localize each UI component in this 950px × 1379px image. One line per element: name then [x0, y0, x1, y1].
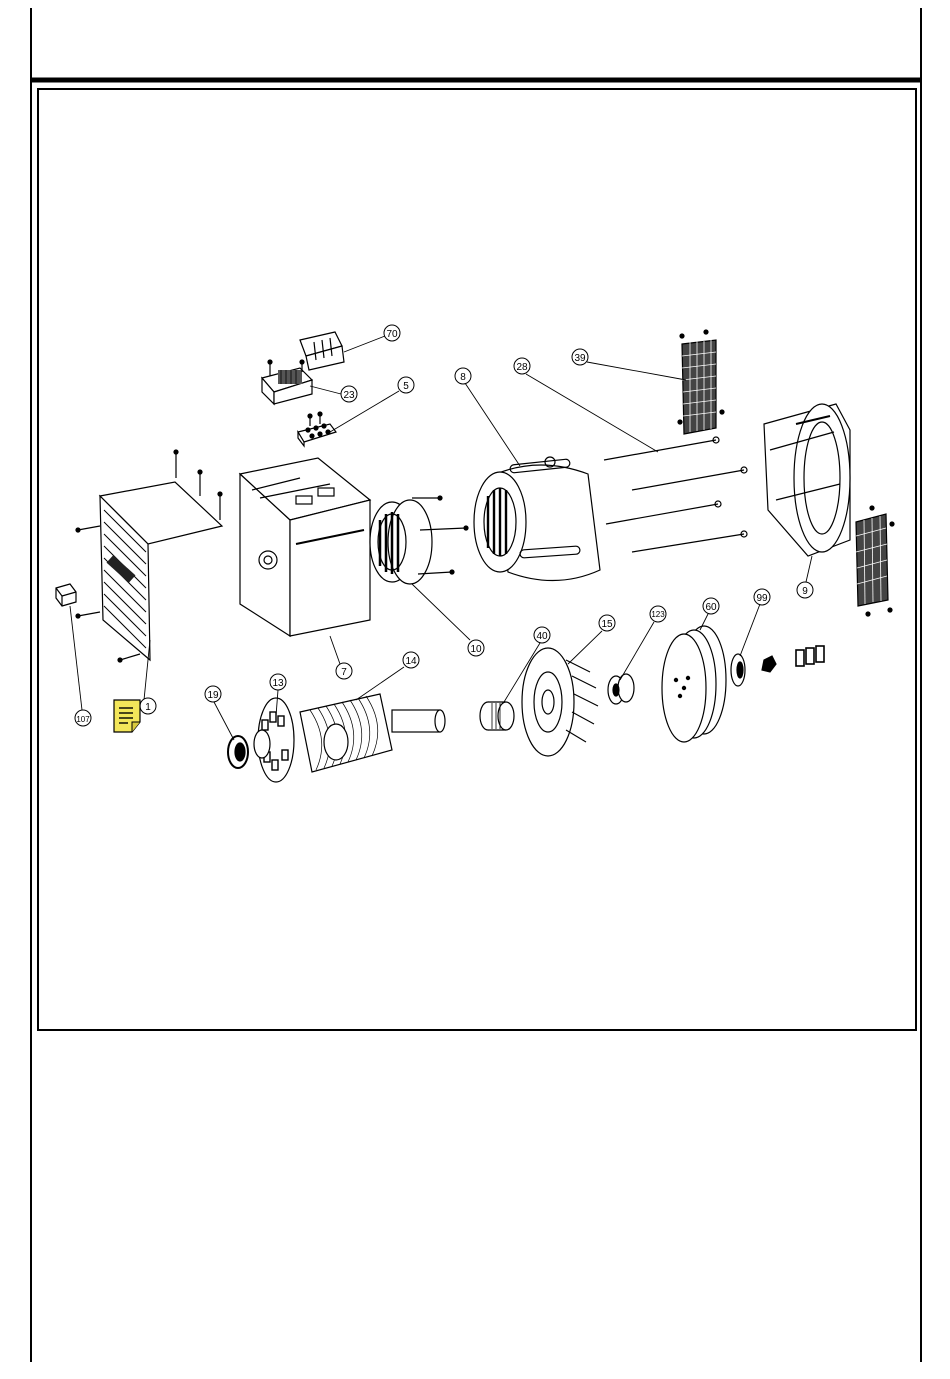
front-cover [76, 450, 222, 662]
callout-40: 40 [534, 627, 550, 643]
callout-label: 70 [386, 329, 398, 340]
coupling-fasteners [762, 646, 824, 672]
end-bracket [764, 404, 850, 556]
callout-19: 19 [205, 686, 221, 702]
exciter-stator [370, 496, 468, 584]
callout-label: 40 [536, 631, 548, 642]
callout-label: 5 [403, 381, 409, 392]
callout-14: 14 [403, 652, 419, 668]
callout-1: 1 [140, 698, 156, 714]
callout-label: 15 [601, 619, 613, 630]
callout-label: 107 [76, 715, 90, 724]
callout-label: 13 [272, 678, 284, 689]
callout-9: 9 [797, 582, 813, 598]
callout-70: 70 [384, 325, 400, 341]
callout-28: 28 [514, 358, 530, 374]
callout-5: 5 [398, 377, 414, 393]
cap [56, 584, 76, 606]
needle-bearing [480, 702, 514, 730]
callout-60: 60 [703, 598, 719, 614]
callout-label: 7 [341, 667, 347, 678]
callout-label: 99 [756, 593, 768, 604]
callout-label: 1 [145, 702, 151, 713]
callout-7: 7 [336, 663, 352, 679]
callout-label: 28 [516, 362, 528, 373]
callout-123: 123 [650, 606, 666, 622]
page-frame [31, 8, 921, 1362]
callout-label: 10 [470, 644, 482, 655]
callout-label: 60 [705, 602, 717, 613]
coupling-hub [731, 654, 745, 686]
callout-label: 123 [651, 610, 665, 619]
callout-label: 14 [405, 656, 417, 667]
rotor-bearing [228, 736, 248, 768]
frame-housing [240, 458, 370, 636]
callout-10: 10 [468, 640, 484, 656]
callout-23: 23 [341, 386, 357, 402]
terminal-board [298, 412, 336, 446]
cooling-fan [522, 648, 598, 756]
side-grille [856, 506, 894, 616]
tie-rods [604, 437, 747, 552]
terminal-cover [300, 332, 344, 370]
callout-15: 15 [599, 615, 615, 631]
callout-label: 39 [574, 353, 586, 364]
callout-label: 9 [802, 586, 808, 597]
callout-13: 13 [270, 674, 286, 690]
callout-8: 8 [455, 368, 471, 384]
callout-label: 19 [207, 690, 219, 701]
sticky-note-icon[interactable] [114, 700, 140, 732]
callout-label: 8 [460, 372, 466, 383]
terminal-block [262, 360, 312, 404]
top-grille [678, 330, 724, 434]
coupling-discs [662, 626, 726, 742]
rotor-assembly [254, 694, 445, 782]
parts-artwork [56, 330, 894, 782]
main-stator [474, 457, 600, 581]
callout-99: 99 [754, 589, 770, 605]
callout-39: 39 [572, 349, 588, 365]
callout-label: 23 [343, 390, 355, 401]
callout-107: 107 [75, 710, 91, 726]
